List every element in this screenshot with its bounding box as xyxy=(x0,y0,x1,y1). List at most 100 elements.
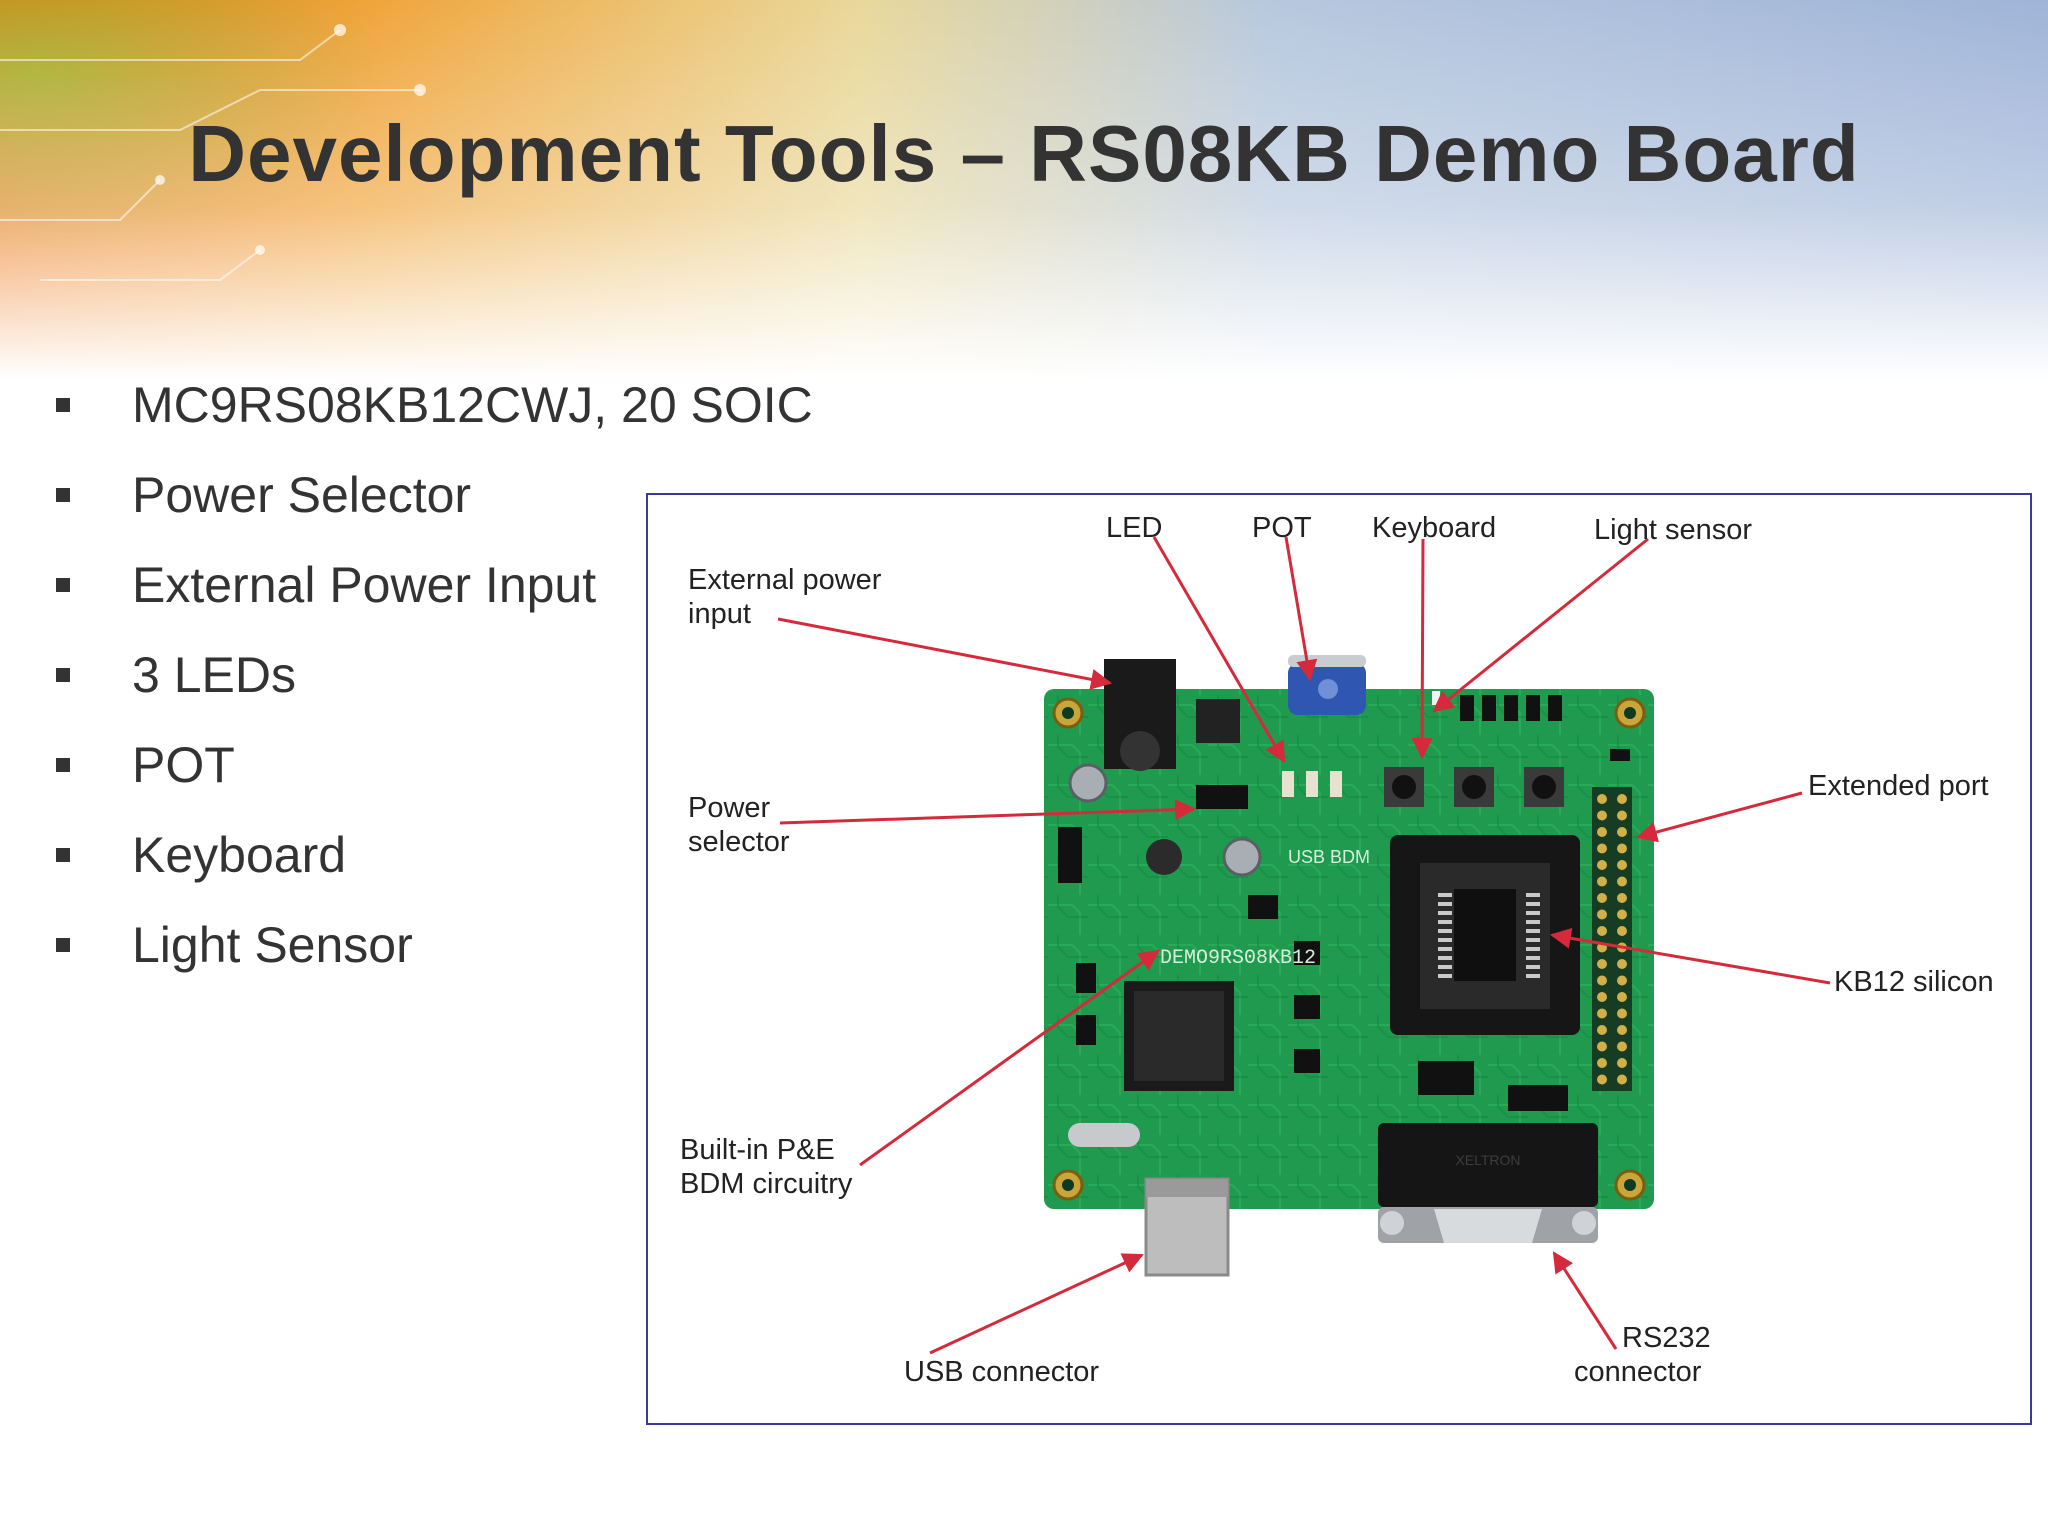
header-pin xyxy=(1617,992,1627,1002)
chip-pin xyxy=(1526,938,1540,942)
bullet-text: Power Selector xyxy=(132,467,472,523)
bullet-text: POT xyxy=(132,737,235,793)
header-pin xyxy=(1597,926,1607,936)
bullet-text: MC9RS08KB12CWJ, 20 SOIC xyxy=(132,377,813,433)
chip-pin xyxy=(1526,902,1540,906)
header-pin xyxy=(1597,1008,1607,1019)
label-external-power-line1: External power xyxy=(688,564,882,596)
board-silkscreen-name: DEMO9RS08KB12 xyxy=(1160,947,1316,970)
rs232-connector xyxy=(1378,1123,1598,1207)
bullet-item: Power Selector xyxy=(56,450,813,540)
chip-pin xyxy=(1438,974,1452,978)
label-led: LED xyxy=(1106,512,1162,544)
bullet-list: MC9RS08KB12CWJ, 20 SOIC Power Selector E… xyxy=(56,360,813,990)
label-power-selector-line1: Power xyxy=(688,792,771,824)
bullet-item: Keyboard xyxy=(56,810,813,900)
bullet-square-icon xyxy=(56,938,70,952)
header-pin xyxy=(1617,794,1627,804)
chip-pin xyxy=(1438,893,1452,897)
bullet-item: MC9RS08KB12CWJ, 20 SOIC xyxy=(56,360,813,450)
label-external-power-line2: input xyxy=(688,598,751,630)
header-pin xyxy=(1617,975,1627,986)
chip-pin xyxy=(1526,965,1540,969)
chip-pin xyxy=(1438,965,1452,969)
bullet-item: Light Sensor xyxy=(56,900,813,990)
bullet-text: Keyboard xyxy=(132,827,347,883)
board-diagram: XELTRON DEMO9RS08KB12 USB BDM LED POT Ke… xyxy=(680,512,1994,1388)
header-pin xyxy=(1597,860,1607,870)
power-selector-jumper xyxy=(1196,785,1248,809)
bullet-square-icon xyxy=(56,398,70,412)
header-pin xyxy=(1597,794,1607,804)
board-figure: XELTRON DEMO9RS08KB12 USB BDM LED POT Ke… xyxy=(646,493,2032,1425)
header-pin xyxy=(1617,959,1627,969)
chip-pin xyxy=(1438,938,1452,942)
header-pin xyxy=(1597,1058,1607,1068)
header-pin xyxy=(1617,810,1627,821)
header-pin xyxy=(1617,893,1627,903)
header-pin xyxy=(1617,827,1627,837)
label-usb-connector: USB connector xyxy=(904,1356,1099,1388)
slide-title: Development Tools – RS08KB Demo Board xyxy=(188,109,1860,198)
board-silkscreen-usb-bdm: USB BDM xyxy=(1288,847,1370,867)
label-light-sensor: Light sensor xyxy=(1594,514,1752,546)
header-pin xyxy=(1597,975,1607,986)
label-kb12-silicon: KB12 silicon xyxy=(1834,966,1994,998)
header-pin xyxy=(1617,860,1627,870)
header-pin xyxy=(1597,810,1607,821)
bullet-item: POT xyxy=(56,720,813,810)
header-pin xyxy=(1597,1025,1607,1035)
bullet-square-icon xyxy=(56,848,70,862)
header-pin xyxy=(1617,876,1627,887)
bullet-text: Light Sensor xyxy=(132,917,413,973)
chip-pin xyxy=(1526,974,1540,978)
label-rs232-line1: RS232 xyxy=(1622,1322,1711,1354)
callout-arrows xyxy=(777,536,1831,1355)
header-pin xyxy=(1597,959,1607,969)
chip-pin xyxy=(1526,893,1540,897)
header-pin xyxy=(1617,1008,1627,1019)
header-pin xyxy=(1617,909,1627,920)
label-bdm-line1: Built-in P&E xyxy=(680,1134,835,1166)
keyboard-buttons xyxy=(1384,767,1564,807)
bullet-item: External Power Input xyxy=(56,540,813,630)
callout-labels: LED POT Keyboard Light sensor External p… xyxy=(680,512,1994,1388)
chip-pin xyxy=(1526,929,1540,933)
bullet-square-icon xyxy=(56,578,70,592)
chip-pin xyxy=(1438,911,1452,915)
bullet-square-icon xyxy=(56,668,70,682)
bullet-square-icon xyxy=(56,488,70,502)
header-pin xyxy=(1597,992,1607,1002)
header-pin xyxy=(1617,926,1627,936)
bullet-text: 3 LEDs xyxy=(132,647,296,703)
header-pin xyxy=(1597,876,1607,887)
header-pin xyxy=(1597,1041,1607,1052)
kb12-chip xyxy=(1454,889,1516,981)
chip-pin xyxy=(1526,911,1540,915)
chip-pin xyxy=(1438,947,1452,951)
header-pin xyxy=(1597,843,1607,854)
chip-pin xyxy=(1526,920,1540,924)
light-sensor xyxy=(1432,691,1440,705)
label-keyboard: Keyboard xyxy=(1372,512,1496,544)
label-pot: POT xyxy=(1252,512,1312,544)
label-power-selector-line2: selector xyxy=(688,826,790,858)
bullet-item: 3 LEDs xyxy=(56,630,813,720)
header-pin xyxy=(1597,827,1607,837)
chip-pin xyxy=(1438,956,1452,960)
leds xyxy=(1282,771,1342,797)
header-pin xyxy=(1617,1041,1627,1052)
header-pin xyxy=(1617,1058,1627,1068)
chip-pin xyxy=(1526,947,1540,951)
chip-pin xyxy=(1526,956,1540,960)
label-extended-port: Extended port xyxy=(1808,770,1989,802)
header-pin xyxy=(1617,1074,1627,1085)
header-pin xyxy=(1617,1025,1627,1035)
bullet-text: External Power Input xyxy=(132,557,597,613)
label-bdm-line2: BDM circuitry xyxy=(680,1168,853,1200)
header-pin xyxy=(1597,1074,1607,1085)
bullet-square-icon xyxy=(56,758,70,772)
db9-brand-text: XELTRON xyxy=(1455,1152,1520,1168)
header-pin xyxy=(1597,909,1607,920)
chip-pin xyxy=(1438,929,1452,933)
